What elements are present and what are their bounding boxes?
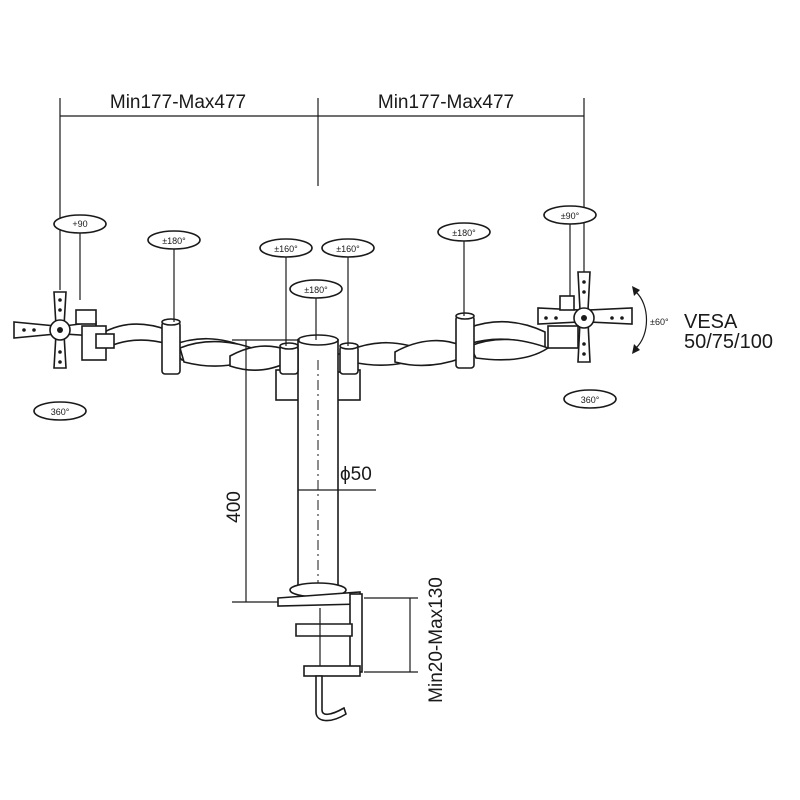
right-span-label: Min177-Max477 bbox=[378, 92, 514, 113]
badge-left-rotate: 360° bbox=[33, 401, 87, 421]
svg-text:±160°: ±160° bbox=[274, 244, 298, 254]
span-dimension: Min177-Max477 Min177-Max477 bbox=[59, 92, 585, 290]
left-inner-arm bbox=[179, 340, 289, 371]
svg-text:50/75/100: 50/75/100 bbox=[684, 331, 773, 353]
badge-right-outer-joint: ±180° bbox=[437, 222, 491, 316]
left-vesa-plate bbox=[13, 291, 115, 369]
joint-caps bbox=[161, 312, 475, 375]
badge-right-rotate: 360° bbox=[563, 389, 617, 409]
svg-text:±180°: ±180° bbox=[162, 236, 186, 246]
clamp-dimension: Min20-Max130 bbox=[364, 577, 447, 703]
svg-text:±180°: ±180° bbox=[304, 285, 328, 295]
desk-clamp bbox=[277, 582, 363, 722]
diameter-dimension: ϕ50 bbox=[298, 464, 376, 491]
badge-left-tilt: +90 bbox=[53, 214, 107, 300]
svg-text:+90: +90 bbox=[72, 219, 87, 229]
diameter-label: ϕ50 bbox=[340, 464, 372, 485]
right-outer-arm bbox=[467, 320, 550, 361]
height-dimension: 400 bbox=[224, 339, 300, 603]
badge-right-tilt: ±90° bbox=[543, 205, 597, 296]
svg-text:±60°: ±60° bbox=[650, 317, 669, 327]
vesa-label: VESA 50/75/100 bbox=[684, 311, 773, 353]
badge-left-outer-joint: ±180° bbox=[147, 230, 201, 322]
svg-text:±160°: ±160° bbox=[336, 244, 360, 254]
badge-center-joint: ±180° bbox=[289, 279, 343, 340]
right-inner-arm bbox=[349, 339, 463, 367]
clamp-label: Min20-Max130 bbox=[426, 577, 447, 703]
svg-text:±180°: ±180° bbox=[452, 228, 476, 238]
svg-text:±90°: ±90° bbox=[561, 211, 580, 221]
left-span-label: Min177-Max477 bbox=[110, 92, 246, 113]
badge-right-inner-joint: ±160° bbox=[321, 238, 375, 346]
pole bbox=[297, 334, 339, 591]
svg-text:VESA: VESA bbox=[684, 311, 738, 333]
badge-swivel: ±60° bbox=[632, 286, 669, 354]
badge-left-inner-joint: ±160° bbox=[259, 238, 313, 346]
height-label: 400 bbox=[224, 491, 245, 523]
svg-text:360°: 360° bbox=[51, 407, 70, 417]
svg-text:360°: 360° bbox=[581, 395, 600, 405]
right-vesa-plate bbox=[537, 271, 633, 363]
